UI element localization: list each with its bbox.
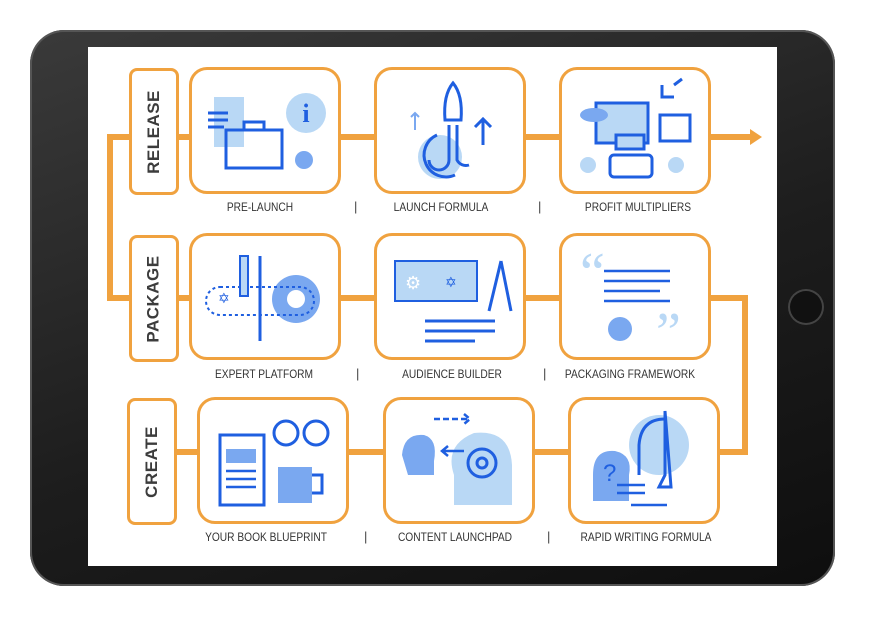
svg-text:“: “ [580, 242, 605, 304]
media-gallery-icon [580, 77, 692, 179]
svg-text:i: i [302, 99, 309, 128]
separator: | [364, 529, 368, 544]
head-pencil-icon: ? [593, 410, 689, 507]
card-profit-multipliers [559, 67, 711, 194]
separator: | [543, 366, 547, 381]
step-label: AUDIENCE BUILDER [402, 367, 502, 381]
stage-package: PACKAGE [129, 235, 179, 362]
blueprint-compass-icon: ⚙✡ [394, 260, 513, 343]
connector [742, 295, 748, 455]
card-pre-launch: i [189, 67, 341, 194]
step-label: LAUNCH FORMULA [393, 200, 489, 214]
home-button[interactable] [790, 291, 822, 323]
arrow-right-icon [750, 129, 762, 145]
stage-label: RELEASE [144, 89, 164, 174]
step-label: EXPERT PLATFORM [214, 367, 314, 381]
svg-text:✡: ✡ [218, 290, 230, 306]
card-audience-builder: ⚙✡ [374, 233, 526, 360]
svg-text:?: ? [603, 460, 616, 487]
heads-gear-icon [402, 413, 512, 505]
svg-text:”: ” [656, 302, 681, 351]
step-label: YOUR BOOK BLUEPRINT [205, 530, 327, 544]
separator: | [538, 199, 542, 214]
connector [107, 134, 113, 301]
svg-text:✡: ✡ [445, 274, 457, 290]
gear-tools-icon: ✡ [205, 255, 320, 341]
step-label: PROFIT MULTIPLIERS [584, 200, 692, 214]
rocket-icon [410, 80, 493, 179]
card-expert-platform: ✡ [189, 233, 341, 360]
svg-text:⚙: ⚙ [405, 273, 421, 293]
quote-document-icon: “ ” [580, 242, 681, 351]
step-label: CONTENT LAUNCHPAD [397, 530, 513, 544]
step-label: RAPID WRITING FORMULA [580, 530, 712, 544]
step-label: PRE-LAUNCH [226, 200, 294, 214]
separator: | [547, 529, 551, 544]
stage-create: CREATE [127, 398, 177, 525]
step-label: PACKAGING FRAMEWORK [564, 367, 696, 381]
card-launch-formula [374, 67, 526, 194]
card-content-launchpad [383, 397, 535, 524]
stage-label: CREATE [142, 425, 162, 498]
card-packaging-framework: “ ” [559, 233, 711, 360]
book-coffee-icon [218, 419, 330, 507]
card-rapid-writing-formula: ? [568, 397, 720, 524]
stage-label: PACKAGE [144, 254, 163, 343]
stage-release: RELEASE [129, 68, 179, 195]
card-your-book-blueprint [197, 397, 349, 524]
separator: | [354, 199, 358, 214]
separator: | [356, 366, 360, 381]
briefcase-info-icon: i [208, 93, 326, 170]
